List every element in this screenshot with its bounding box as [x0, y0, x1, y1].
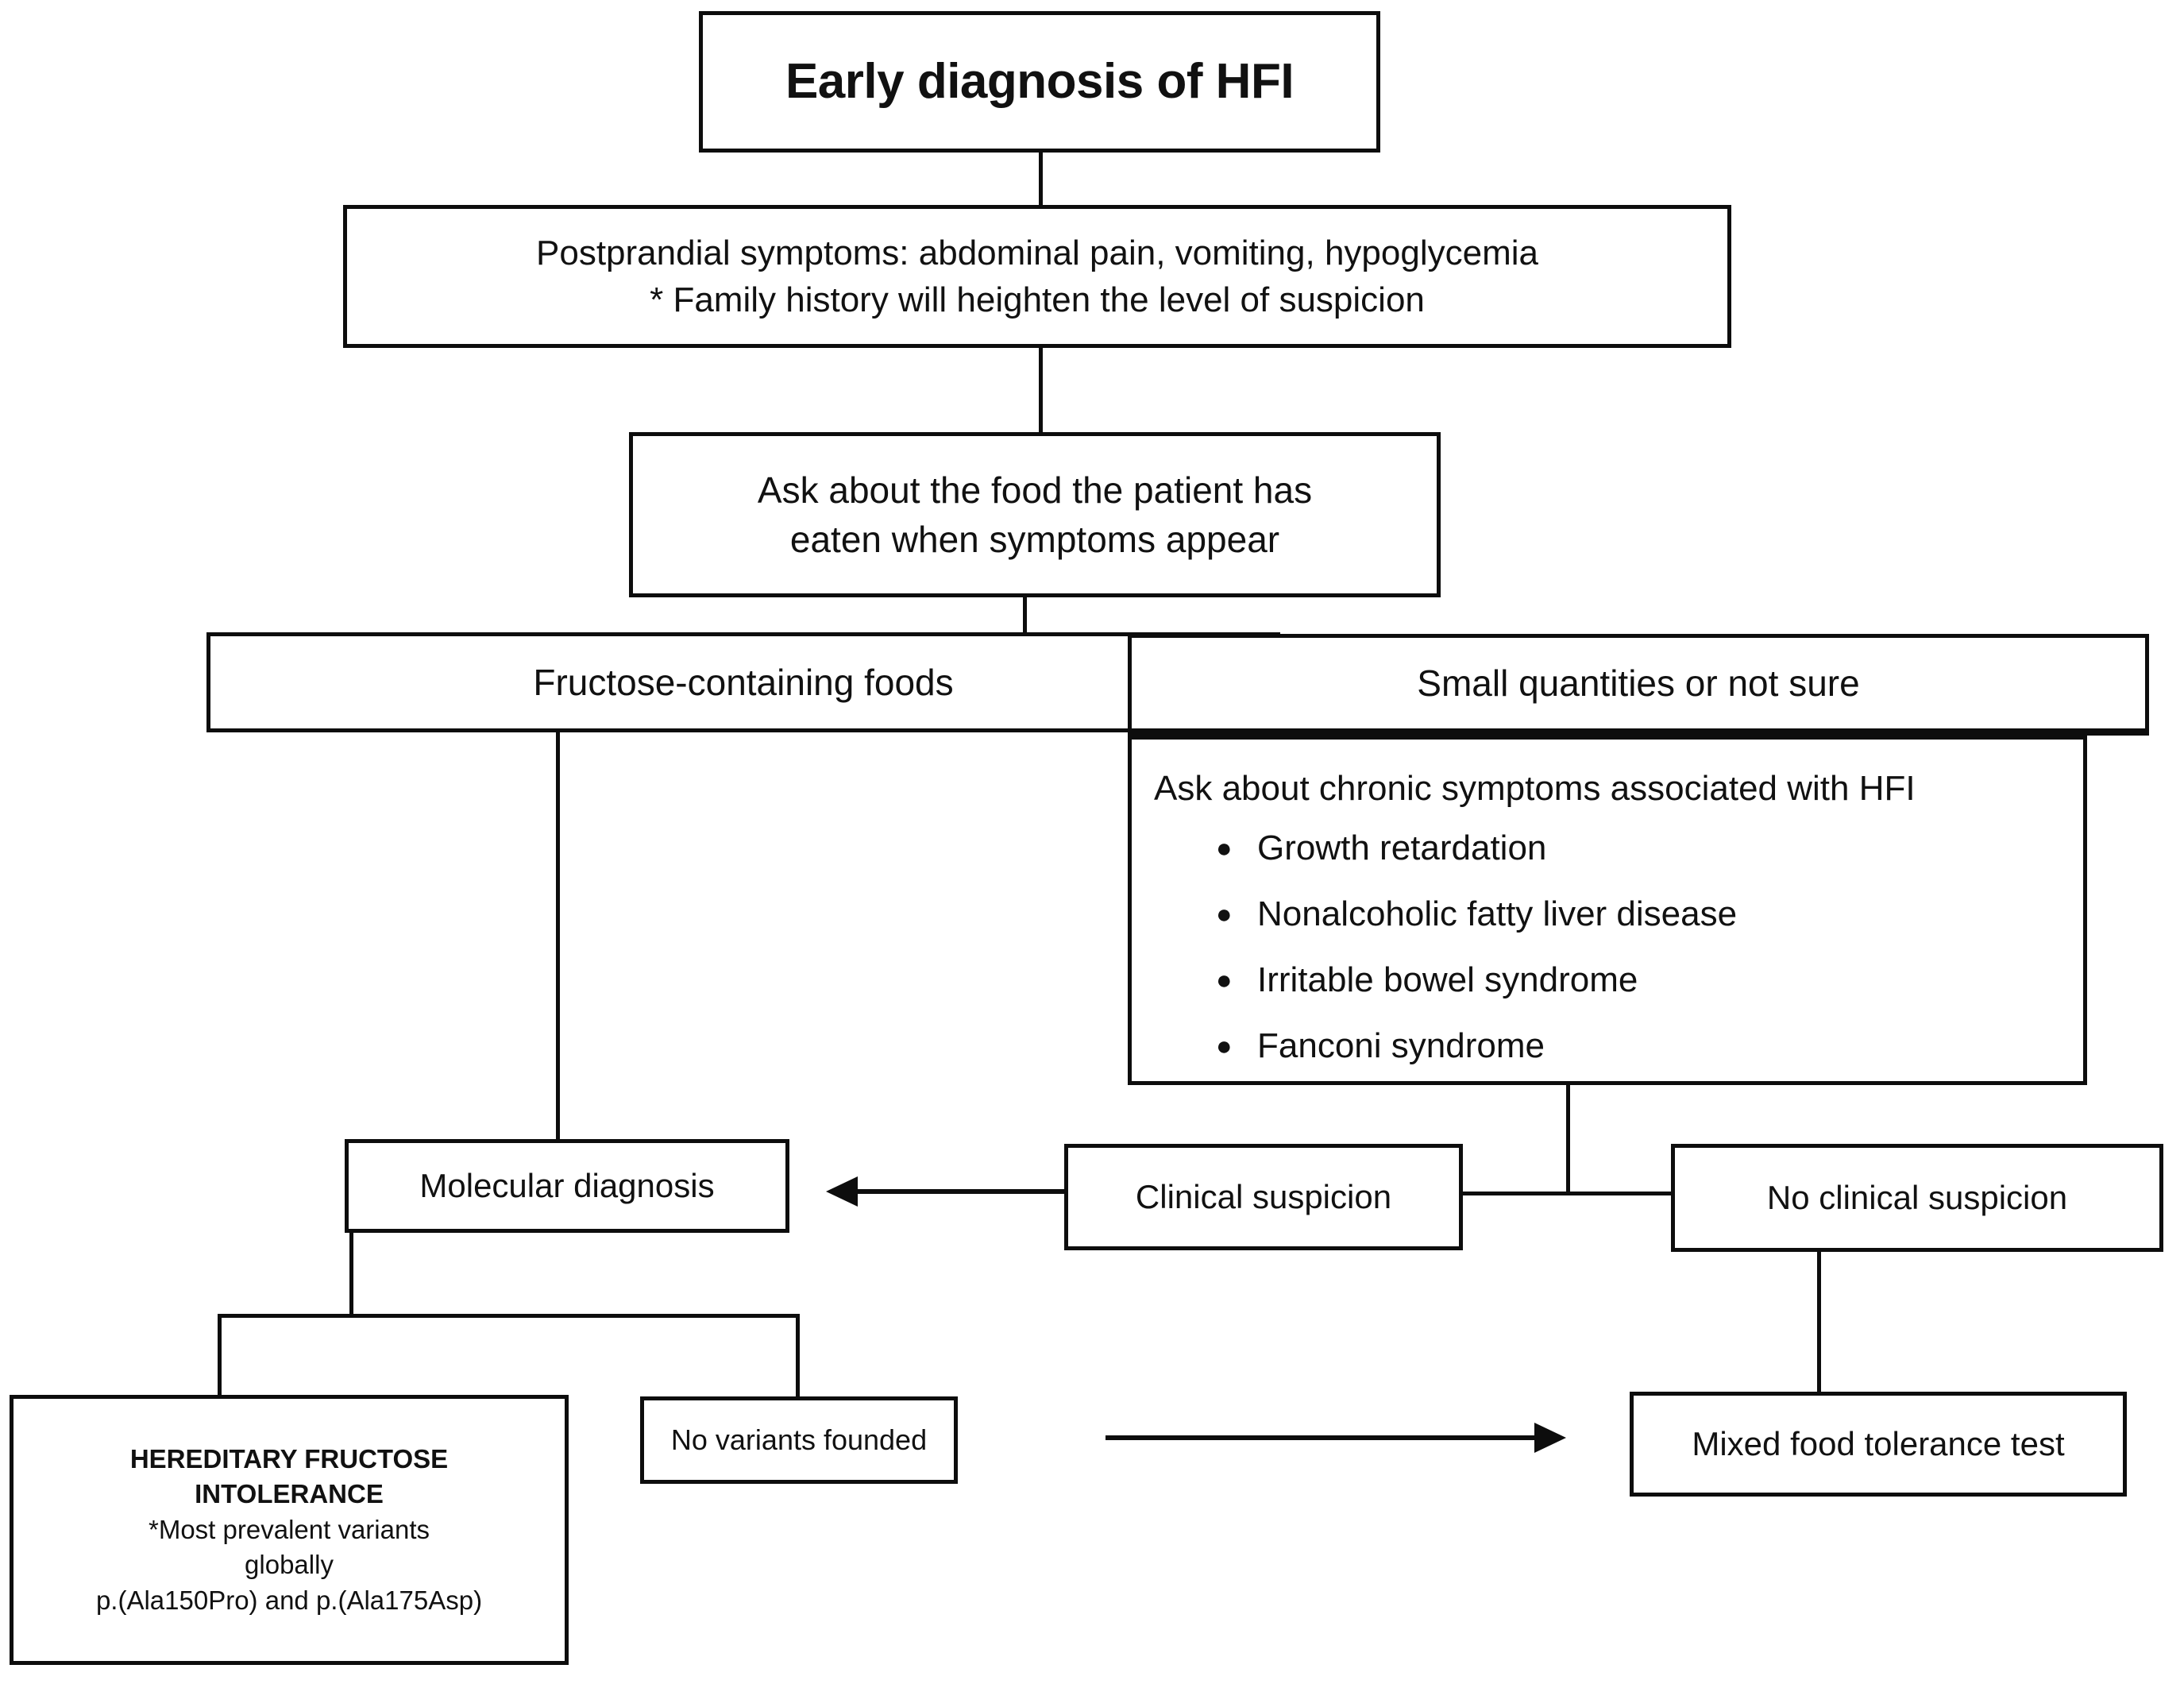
node-small-quantities-or-not-sure[interactable]: Small quantities or not sure	[1128, 634, 2149, 736]
connector-symptoms-to-askfood	[1039, 346, 1043, 435]
bullet-icon: ●	[1216, 965, 1233, 996]
ask-food-line-2: eaten when symptoms appear	[789, 519, 1280, 560]
connector-fructose-to-molecular	[556, 732, 560, 1139]
no-variants-label: No variants founded	[670, 1423, 928, 1456]
ask-food-line-1: Ask about the food the patient has	[757, 469, 1313, 511]
node-postprandial-symptoms[interactable]: Postprandial symptoms: abdominal pain, v…	[343, 205, 1731, 348]
node-hereditary-fructose-intolerance[interactable]: HEREDITARY FRUCTOSE INTOLERANCE *Most pr…	[10, 1395, 569, 1665]
connector-noclinical-to-mixedtest	[1817, 1251, 1821, 1392]
arrow-shaft	[858, 1189, 1064, 1194]
connector-results-right-drop	[796, 1314, 800, 1396]
list-item-label: Growth retardation	[1257, 828, 1547, 868]
hfi-result-line-2: INTOLERANCE	[195, 1479, 384, 1509]
connector-root-to-symptoms	[1039, 149, 1043, 208]
list-item-label: Nonalcoholic fatty liver disease	[1257, 894, 1738, 934]
node-no-clinical-suspicion[interactable]: No clinical suspicion	[1671, 1144, 2163, 1252]
node-molecular-diagnosis[interactable]: Molecular diagnosis	[345, 1139, 789, 1233]
node-chronic-symptoms[interactable]: Ask about chronic symptoms associated wi…	[1128, 736, 2087, 1085]
list-item-label: Irritable bowel syndrome	[1257, 960, 1638, 1000]
bullet-icon: ●	[1216, 1031, 1233, 1062]
chronic-symptoms-heading: Ask about chronic symptoms associated wi…	[1154, 769, 1916, 808]
symptoms-line-2: * Family history will heighten the level…	[650, 280, 1425, 319]
clinical-suspicion-label: Clinical suspicion	[1135, 1177, 1392, 1215]
hfi-result-line-3: *Most prevalent variants	[149, 1514, 430, 1544]
arrow-head-right-icon	[1534, 1423, 1566, 1453]
list-item: ● Irritable bowel syndrome	[1216, 958, 2164, 1002]
no-clinical-suspicion-label: No clinical suspicion	[1766, 1178, 2068, 1216]
small-quantities-label: Small quantities or not sure	[1417, 662, 1860, 704]
node-early-diagnosis-of-hfi[interactable]: Early diagnosis of HFI	[699, 11, 1380, 153]
bullet-icon: ●	[1216, 833, 1233, 864]
list-item: ● Growth retardation	[1216, 826, 2164, 870]
node-ask-about-food[interactable]: Ask about the food the patient has eaten…	[629, 432, 1441, 597]
node-title-text: Early diagnosis of HFI	[785, 54, 1295, 110]
bullet-icon: ●	[1216, 899, 1233, 930]
arrow-shaft	[1106, 1435, 1534, 1440]
node-mixed-food-tolerance-test[interactable]: Mixed food tolerance test	[1630, 1392, 2127, 1497]
fructose-foods-label: Fructose-containing foods	[533, 661, 954, 703]
chronic-symptoms-list: ● Growth retardation ● Nonalcoholic fatt…	[1154, 826, 2164, 1090]
node-no-variants-founded[interactable]: No variants founded	[640, 1396, 958, 1484]
hfi-result-line-1: HEREDITARY FRUCTOSE	[129, 1443, 449, 1474]
list-item: ● Fanconi syndrome	[1216, 1024, 2164, 1068]
connector-results-left-drop	[218, 1314, 222, 1396]
hfi-result-line-5: p.(Ala150Pro) and p.(Ala175Asp)	[95, 1585, 483, 1615]
symptoms-line-1: Postprandial symptoms: abdominal pain, v…	[536, 233, 1538, 272]
node-clinical-suspicion[interactable]: Clinical suspicion	[1064, 1144, 1463, 1250]
molecular-diagnosis-label: Molecular diagnosis	[419, 1166, 715, 1204]
arrow-head-left-icon	[826, 1176, 858, 1207]
connector-chronic-to-suspicion	[1566, 1085, 1570, 1195]
hfi-result-line-4: globally	[245, 1550, 334, 1580]
connector-results-bar	[218, 1314, 800, 1318]
connector-suspicion-bar	[1463, 1192, 1673, 1195]
connector-molecular-down	[349, 1231, 353, 1317]
node-fructose-containing-foods[interactable]: Fructose-containing foods	[206, 632, 1280, 732]
mixed-food-test-label: Mixed food tolerance test	[1692, 1424, 2065, 1462]
list-item: ● Nonalcoholic fatty liver disease	[1216, 892, 2164, 936]
list-item-label: Fanconi syndrome	[1257, 1026, 1545, 1066]
